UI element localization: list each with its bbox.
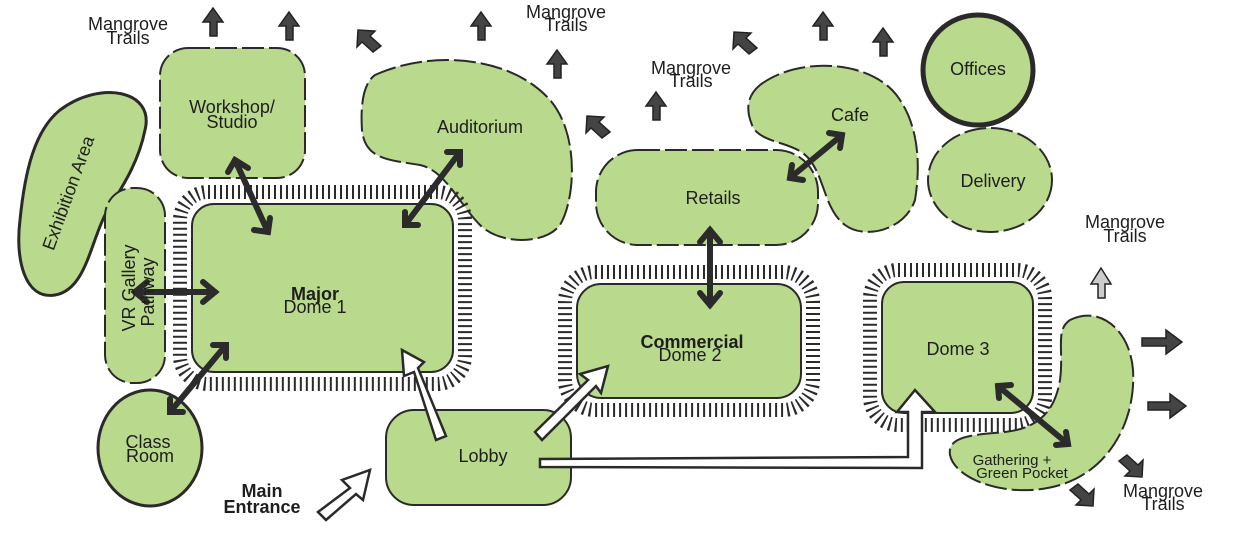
exit-arrow — [644, 90, 668, 121]
connection-arrows — [130, 130, 1072, 448]
label-cafe: Cafe — [831, 105, 869, 125]
exit-arrow — [732, 31, 759, 55]
label-vr-gallery-1: VR Gallery — [119, 244, 139, 331]
space-class-room — [96, 388, 204, 508]
label-dome-3: Dome 3 — [926, 339, 989, 359]
main-entrance-arrow — [316, 468, 372, 522]
label-gathering-1: Gathering + — [973, 452, 1052, 469]
space-vr-gallery-pathway — [104, 187, 166, 384]
space-workshop-studio — [159, 47, 306, 179]
label-trails-b-2: Trails — [544, 15, 587, 35]
space-gathering-green-pocket — [948, 314, 1135, 492]
exit-arrow — [469, 10, 493, 41]
label-trails-d-1: Mangrove — [1085, 212, 1165, 232]
exit-arrow — [871, 26, 895, 57]
exit-arrow — [356, 29, 383, 53]
label-workshop-1: Workshop/ — [189, 97, 275, 117]
label-main-entrance-1: Main — [241, 481, 282, 501]
space-auditorium — [360, 59, 573, 241]
entry-arrows — [316, 347, 938, 522]
label-retails: Retails — [685, 188, 740, 208]
label-trails-e-1: Mangrove — [1123, 481, 1203, 501]
label-dome-2: Dome 2 — [658, 345, 721, 365]
exit-arrow — [1117, 454, 1144, 478]
label-workshop-2: Studio — [206, 112, 257, 132]
labels: Exhibition Area VR Gallery Pathway Works… — [38, 2, 1203, 517]
space-delivery — [927, 127, 1053, 233]
label-delivery: Delivery — [960, 171, 1025, 191]
label-lobby: Lobby — [458, 446, 507, 466]
label-main-entrance-2: Entrance — [223, 497, 300, 517]
space-offices — [920, 12, 1036, 128]
label-major: Major — [291, 284, 339, 304]
exit-arrow — [277, 10, 301, 41]
label-commercial: Commercial — [640, 332, 743, 352]
exit-arrow — [1068, 483, 1095, 507]
space-dome-2 — [558, 265, 820, 417]
exit-arrow — [201, 6, 225, 37]
trail-exit-arrows — [201, 6, 1188, 507]
label-dome-1: Dome 1 — [283, 297, 346, 317]
label-auditorium: Auditorium — [437, 117, 523, 137]
label-trails-d-2: Trails — [1103, 226, 1146, 246]
exit-arrow — [811, 10, 835, 41]
space-lobby — [385, 409, 572, 506]
space-dome-1 — [173, 185, 472, 391]
label-trails-c-2: Trails — [669, 71, 712, 91]
label-offices: Offices — [950, 59, 1006, 79]
label-trails-c-1: Mangrove — [651, 58, 731, 78]
space-exhibition-area — [17, 91, 148, 297]
label-trails-e-2: Trails — [1141, 494, 1184, 514]
space-cafe — [747, 64, 919, 233]
exit-arrow — [1141, 328, 1184, 356]
lobby-to-dome3-arrow — [538, 388, 938, 470]
lobby-to-dome1-arrow — [400, 347, 448, 442]
label-class-room-2: Room — [126, 446, 174, 466]
label-trails-a-1: Mangrove — [88, 14, 168, 34]
exit-arrow — [545, 48, 569, 79]
exit-arrow — [1089, 266, 1113, 299]
space-dome-3 — [863, 263, 1052, 432]
label-trails-b-1: Mangrove — [526, 2, 606, 22]
label-class-room-1: Class — [125, 432, 170, 452]
exit-arrow — [1147, 392, 1188, 420]
label-gathering-2: Green Pocket — [976, 465, 1069, 482]
lobby-to-dome2-arrow — [533, 364, 610, 442]
exit-arrow — [585, 115, 612, 139]
label-trails-a-2: Trails — [106, 28, 149, 48]
label-vr-gallery-2: Pathway — [138, 257, 158, 326]
space-retails — [595, 149, 819, 246]
